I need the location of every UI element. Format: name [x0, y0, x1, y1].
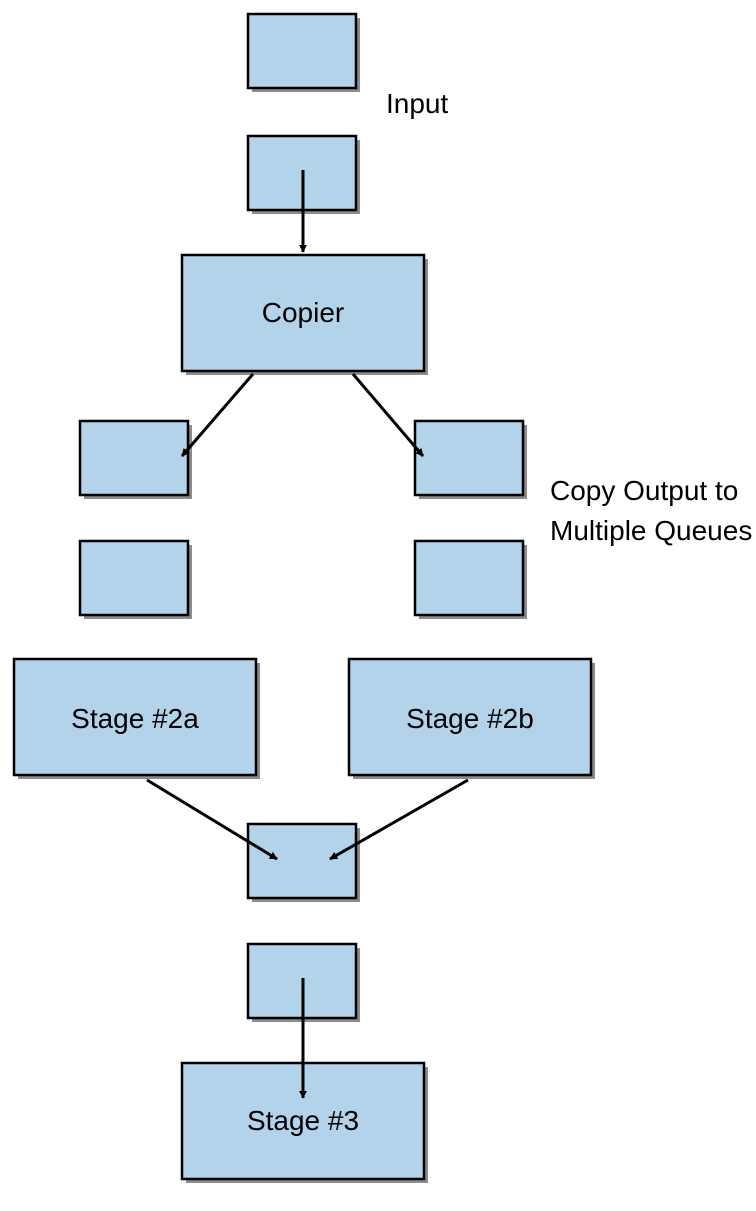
arrow-copier-to-left-queue: [180, 373, 255, 457]
stage-2b-label: Stage #2b: [406, 703, 534, 734]
input-queue: [246, 12, 360, 214]
left-queue-slot-2: [78, 539, 190, 617]
left-queue-slot-1: [78, 419, 190, 497]
stage-3-label: Stage #3: [247, 1105, 359, 1136]
copy-output-label-line2: Multiple Queues: [550, 515, 752, 546]
arrow-stage-2b-to-merge-queue: [329, 778, 469, 861]
input-queue-slot-1: [246, 12, 358, 90]
copier-node: [180, 253, 426, 373]
arrow-copier-to-right-queue: [351, 373, 425, 457]
input-label: Input: [386, 88, 448, 119]
left-queue: [78, 419, 192, 619]
stage-2a-node: [12, 657, 258, 777]
copy-output-label-line1: Copy Output to: [550, 475, 738, 506]
merge-queue-slot-1: [246, 822, 358, 900]
right-queue-slot-2: [413, 539, 525, 617]
right-queue-slot-1: [413, 419, 525, 497]
right-queue: [413, 419, 527, 619]
stage-2b-node: [347, 657, 593, 777]
stage-2a-label: Stage #2a: [71, 703, 199, 734]
copier-label: Copier: [262, 297, 344, 328]
arrow-stage-2a-to-merge-queue: [146, 778, 278, 861]
